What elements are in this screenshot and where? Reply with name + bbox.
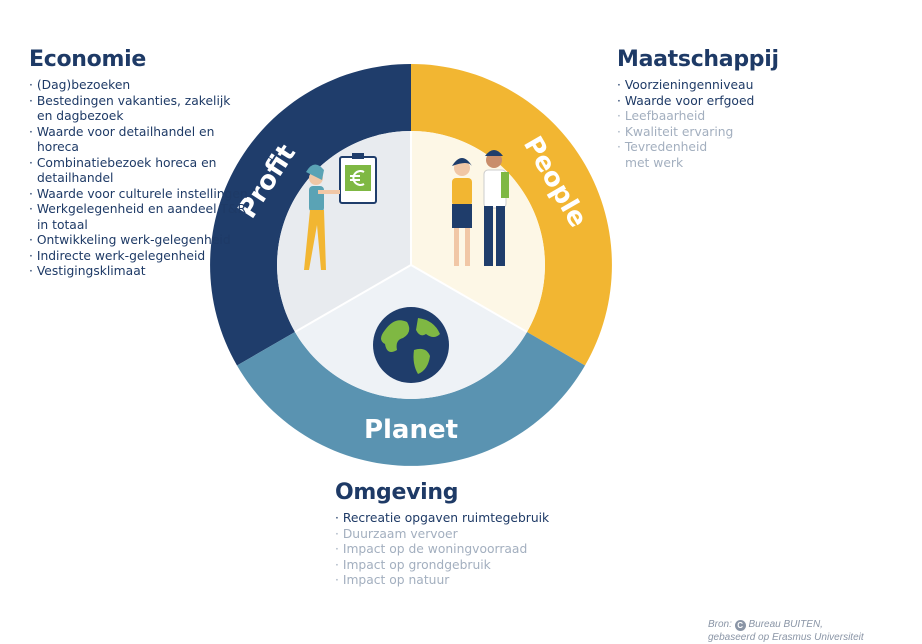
couple-illustration [452, 150, 509, 266]
list-item: Leefbaarheid [617, 109, 817, 125]
planet-label: Planet [364, 415, 458, 445]
planet-ring-segment [237, 332, 585, 466]
list-item: Waarde voor detailhandel en horeca [29, 125, 249, 156]
list-item: Recreatie opgaven ruimtegebruik [335, 511, 585, 527]
list-item: Ontwikkeling werk-gelegenheid [29, 233, 249, 249]
people-ring-segment [411, 64, 612, 366]
source-credit: Bron: C Bureau BUITEN, gebaseerd op Eras… [708, 618, 864, 644]
list-item: Impact op grondgebruik [335, 558, 585, 574]
sector-divider [294, 264, 412, 333]
sector-divider [410, 264, 528, 333]
clipboard-euro-icon [339, 153, 377, 204]
list-item: Impact op de woningvoorraad [335, 542, 585, 558]
maatschappij-title: Maatschappij [617, 47, 779, 72]
list-item: Duurzaam vervoer [335, 527, 585, 543]
source-prefix: Bron: [708, 619, 732, 630]
list-item: Impact op natuur [335, 573, 585, 589]
omgeving-section: Omgeving Recreatie opgaven ruimtegebruik… [335, 480, 585, 589]
list-item: Werkgelegenheid en aandeel T&R in totaal [29, 202, 249, 233]
list-item: (Dag)bezoeken [29, 78, 249, 94]
economie-section: Economie (Dag)bezoeken Bestedingen vakan… [29, 47, 249, 280]
list-item: Voorzieningenniveau [617, 78, 817, 94]
omgeving-title: Omgeving [335, 480, 459, 505]
profit-ring-segment [210, 64, 411, 366]
people-inner-sector [411, 131, 545, 332]
globe-icon [373, 307, 449, 383]
maatschappij-list: Voorzieningenniveau Waarde voor erfgoed … [617, 78, 817, 171]
source-line1: Bureau BUITEN, [748, 619, 823, 630]
list-item: Combinatiebezoek horeca en detailhandel [29, 156, 249, 187]
list-item: Bestedingen vakanties, zakelijk en dagbe… [29, 94, 249, 125]
list-item: Waarde voor culturele instellingen [29, 187, 249, 203]
maatschappij-section: Maatschappij Voorzieningenniveau Waarde … [617, 47, 817, 171]
list-item: Kwaliteit ervaring [617, 125, 817, 141]
omgeving-list: Recreatie opgaven ruimtegebruik Duurzaam… [335, 511, 585, 589]
list-item: Waarde voor erfgoed [617, 94, 817, 110]
list-item: Indirecte werk-gelegenheid [29, 249, 249, 265]
list-item: Tevredenheid met werk [617, 140, 715, 171]
list-item: Vestigingsklimaat [29, 264, 249, 280]
economie-list: (Dag)bezoeken Bestedingen vakanties, zak… [29, 78, 249, 280]
woman-presenting-illustration [304, 164, 340, 270]
economie-title: Economie [29, 47, 146, 72]
source-line2: gebaseerd op Erasmus Universiteit [708, 632, 864, 643]
bureau-buiten-logo-icon: C [734, 620, 746, 631]
